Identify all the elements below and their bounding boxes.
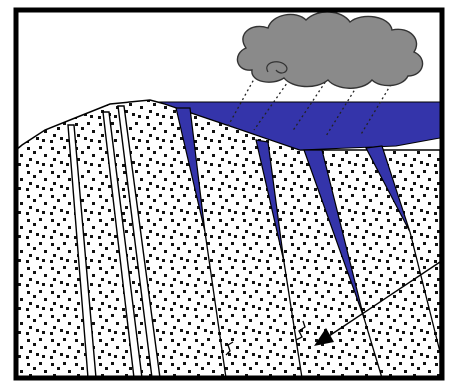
diagram-stage (0, 0, 450, 387)
rock-water-diagram (0, 0, 450, 387)
